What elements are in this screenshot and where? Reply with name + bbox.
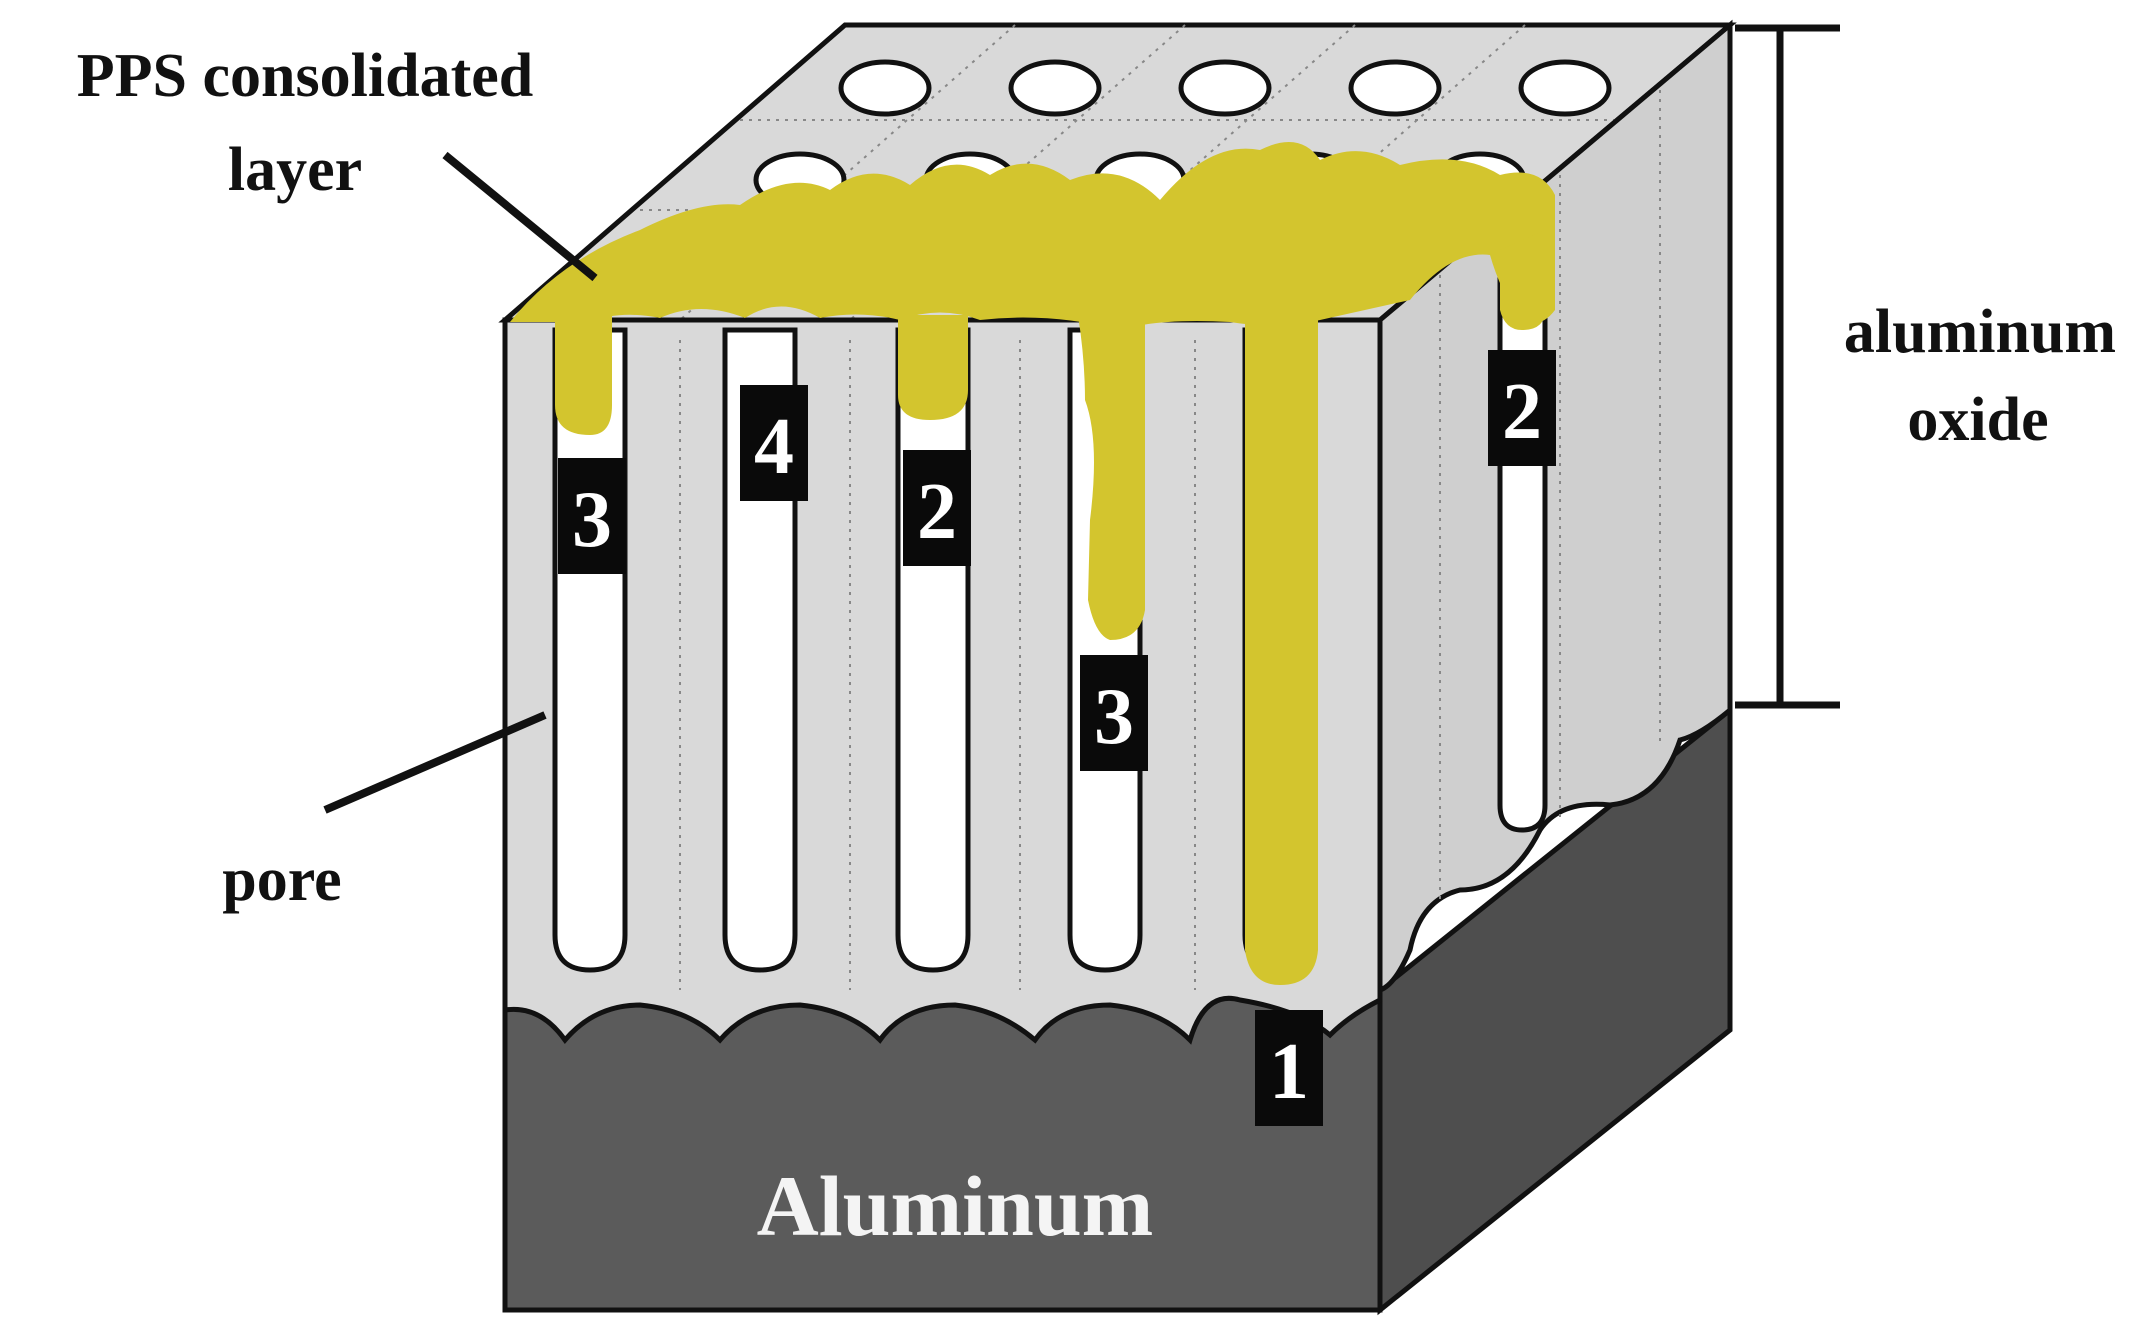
pps-label-line1: PPS consolidated: [77, 42, 533, 110]
pore-leader-line: [323, 711, 547, 814]
svg-text:3: 3: [572, 476, 612, 564]
svg-text:2: 2: [917, 468, 957, 556]
pore-marker-2-center: 2: [903, 450, 971, 566]
pore-marker-4: 4: [740, 385, 808, 501]
svg-text:2: 2: [1502, 368, 1542, 456]
pore-marker-3-left: 3: [558, 458, 626, 574]
pps-drip-pore-3: [898, 315, 968, 420]
pps-drip-side-pore: [1500, 230, 1545, 330]
pps-drip-pore-4: [1078, 315, 1145, 640]
pore-channel-3: [895, 327, 971, 973]
svg-text:1: 1: [1269, 1028, 1309, 1116]
pps-leader-line: [442, 151, 598, 282]
oxide-label-line2: oxide: [1907, 386, 2048, 454]
pps-drip-pore-1: [555, 315, 612, 435]
oxide-label-line1: aluminum: [1844, 298, 2116, 366]
pps-drip-pore-5: [1245, 315, 1318, 985]
oxide-thickness-bracket: [1735, 24, 1840, 709]
front-face-cell-lines: [679, 340, 1196, 990]
pore-marker-2-side: 2: [1488, 350, 1556, 466]
svg-text:3: 3: [1094, 673, 1134, 761]
pps-top-blob: [510, 142, 1555, 330]
pore-marker-3-center: 3: [1080, 655, 1148, 771]
aluminum-label: Aluminum: [757, 1158, 1154, 1254]
oxide-side-face: [1377, 19, 1733, 994]
pps-label-line2: layer: [228, 136, 362, 204]
side-face-cell-lines: [1439, 90, 1661, 900]
pore-marker-group: 3 4 2 3 1 2: [558, 350, 1556, 1126]
pore-label: pore: [222, 846, 341, 914]
pps-layer: [510, 142, 1555, 985]
aluminum-front-face: [502, 987, 1383, 1313]
svg-text:4: 4: [754, 403, 794, 491]
pore-marker-1: 1: [1255, 1010, 1323, 1126]
